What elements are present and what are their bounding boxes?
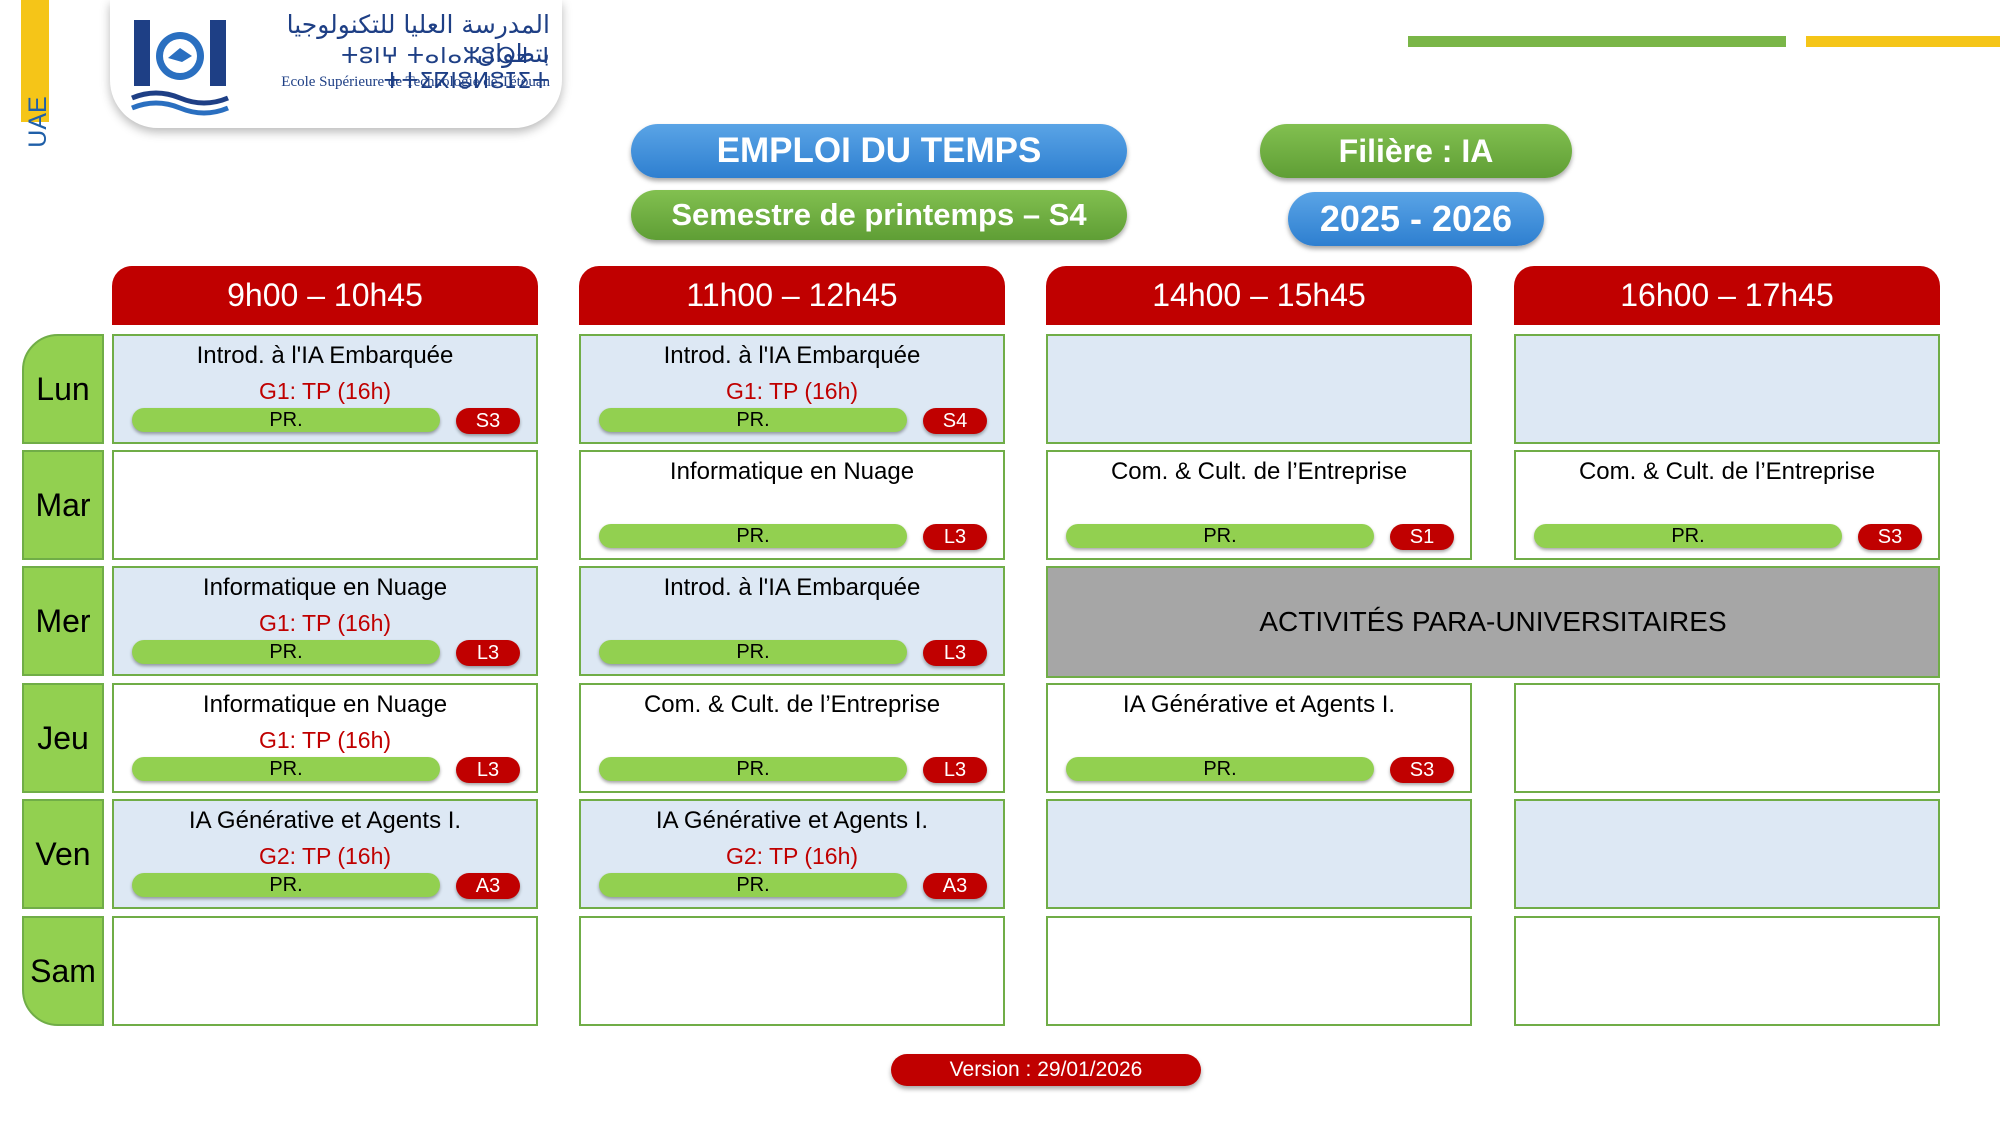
professor-badge: PR.	[132, 757, 440, 781]
time-slot-header: 11h00 – 12h45	[579, 266, 1005, 325]
professor-badge: PR.	[599, 524, 907, 548]
schedule-cell[interactable]: Informatique en Nuage G1: TP (16h) PR. L…	[112, 566, 538, 676]
group-info: G1: TP (16h)	[258, 378, 392, 404]
group-info: G1: TP (16h)	[258, 727, 392, 753]
day-label-lun: Lun	[22, 334, 104, 444]
schedule-cell[interactable]: Introd. à l'IA Embarquée G1: TP (16h) PR…	[112, 334, 538, 444]
top-stripe-yellow	[1806, 36, 2000, 47]
day-label-mer: Mer	[22, 566, 104, 676]
page-title: EMPLOI DU TEMPS	[631, 124, 1127, 178]
schedule-cell[interactable]: Introd. à l'IA Embarquée PR. L3	[579, 566, 1005, 676]
empty-cell	[1046, 916, 1472, 1026]
accent-bar-yellow	[21, 0, 49, 122]
version-badge: Version : 29/01/2026	[891, 1054, 1201, 1086]
empty-cell	[1514, 334, 1940, 444]
room-badge: L3	[456, 757, 520, 783]
professor-badge: PR.	[1066, 524, 1374, 548]
room-badge: S4	[923, 408, 987, 434]
course-name: Introd. à l'IA Embarquée	[663, 574, 921, 601]
empty-cell	[1046, 334, 1472, 444]
room-badge: L3	[923, 524, 987, 550]
course-name: IA Générative et Agents I.	[655, 807, 929, 834]
side-label: UAE	[23, 96, 52, 148]
course-name: Introd. à l'IA Embarquée	[196, 342, 454, 369]
empty-cell	[1514, 799, 1940, 909]
professor-badge: PR.	[132, 873, 440, 897]
schedule-cell[interactable]: Introd. à l'IA Embarquée G1: TP (16h) PR…	[579, 334, 1005, 444]
day-label-sam: Sam	[22, 916, 104, 1026]
group-info: G2: TP (16h)	[725, 843, 859, 869]
day-label-mar: Mar	[22, 450, 104, 560]
group-info: G1: TP (16h)	[725, 378, 859, 404]
professor-badge: PR.	[599, 757, 907, 781]
professor-badge: PR.	[132, 640, 440, 664]
schedule-cell[interactable]: IA Générative et Agents I. PR. S3	[1046, 683, 1472, 793]
top-stripe-green	[1408, 36, 1786, 47]
professor-badge: PR.	[132, 408, 440, 432]
schedule-cell[interactable]: IA Générative et Agents I. G2: TP (16h) …	[112, 799, 538, 909]
semester-badge: Semestre de printemps – S4	[631, 190, 1127, 240]
schedule-cell[interactable]: Com. & Cult. de l’Entreprise PR. L3	[579, 683, 1005, 793]
empty-cell	[579, 916, 1005, 1026]
course-name: IA Générative et Agents I.	[188, 807, 462, 834]
school-emblem-icon	[131, 20, 229, 116]
time-slot-header: 9h00 – 10h45	[112, 266, 538, 325]
room-badge: A3	[456, 873, 520, 899]
room-badge: S3	[1390, 757, 1454, 783]
schedule-cell[interactable]: Com. & Cult. de l’Entreprise PR. S3	[1514, 450, 1940, 560]
day-label-ven: Ven	[22, 799, 104, 909]
room-badge: S1	[1390, 524, 1454, 550]
room-badge: L3	[923, 757, 987, 783]
room-badge: A3	[923, 873, 987, 899]
professor-badge: PR.	[599, 640, 907, 664]
room-badge: L3	[456, 640, 520, 666]
course-name: Introd. à l'IA Embarquée	[663, 342, 921, 369]
logo-tifinagh-text: ⵜⵓⵏⵖ ⵜⴰⵏⴰⵣⵓⵔⵜ ⵏ ⵜⵜⵉⴽⵏⵓⵍⵓⵊⵉⵜ	[341, 44, 550, 94]
professor-badge: PR.	[599, 873, 907, 897]
empty-cell	[1514, 683, 1940, 793]
filiere-badge: Filière : IA	[1260, 124, 1572, 178]
professor-badge: PR.	[1534, 524, 1842, 548]
course-name: Informatique en Nuage	[202, 574, 448, 601]
activities-block: ACTIVITÉS PARA-UNIVERSITAIRES	[1046, 566, 1940, 678]
schedule-cell[interactable]: Informatique en Nuage PR. L3	[579, 450, 1005, 560]
room-badge: L3	[923, 640, 987, 666]
logo-arabic-text: المدرسة العليا للتكنولوجيا بتطوان	[286, 10, 550, 68]
logo-french-text: Ecole Supérieure de Technologie de Tétou…	[281, 74, 550, 90]
schedule-cell[interactable]: Informatique en Nuage G1: TP (16h) PR. L…	[112, 683, 538, 793]
empty-cell	[112, 450, 538, 560]
course-name: Com. & Cult. de l’Entreprise	[1578, 458, 1876, 485]
group-info: G1: TP (16h)	[258, 610, 392, 636]
group-info: G2: TP (16h)	[258, 843, 392, 869]
course-name: Com. & Cult. de l’Entreprise	[1110, 458, 1408, 485]
empty-cell	[1514, 916, 1940, 1026]
schedule-cell[interactable]: IA Générative et Agents I. G2: TP (16h) …	[579, 799, 1005, 909]
schedule-cell[interactable]: Com. & Cult. de l’Entreprise PR. S1	[1046, 450, 1472, 560]
professor-badge: PR.	[1066, 757, 1374, 781]
course-name: Com. & Cult. de l’Entreprise	[643, 691, 941, 718]
course-name: IA Générative et Agents I.	[1122, 691, 1396, 718]
course-name: Informatique en Nuage	[669, 458, 915, 485]
day-label-jeu: Jeu	[22, 683, 104, 793]
time-slot-header: 14h00 – 15h45	[1046, 266, 1472, 325]
room-badge: S3	[456, 408, 520, 434]
year-badge: 2025 - 2026	[1288, 192, 1544, 246]
professor-badge: PR.	[599, 408, 907, 432]
course-name: Informatique en Nuage	[202, 691, 448, 718]
time-slot-header: 16h00 – 17h45	[1514, 266, 1940, 325]
empty-cell	[112, 916, 538, 1026]
empty-cell	[1046, 799, 1472, 909]
room-badge: S3	[1858, 524, 1922, 550]
